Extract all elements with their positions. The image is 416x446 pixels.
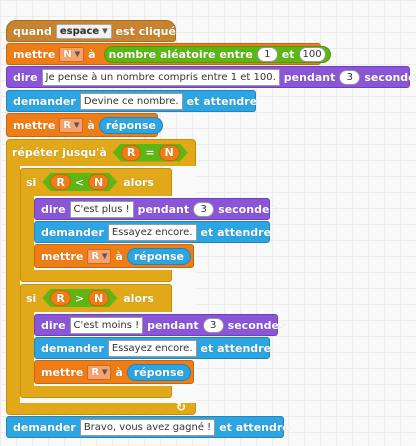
say-label: dire [13, 70, 38, 84]
random-min-input[interactable]: 1 [256, 46, 278, 62]
random-label: nombre aléatoire entre [108, 47, 253, 61]
chevron-down-icon: ▼ [74, 50, 81, 58]
seconds-label: secondes [218, 202, 276, 216]
ask-message-input[interactable]: Devine ce nombre. [79, 92, 183, 110]
ask-retry-block[interactable]: demander Essayez encore. et attendre [34, 221, 272, 243]
ask-label: demander [41, 225, 104, 239]
key-dropdown[interactable]: espace▼ [55, 23, 112, 39]
ask-label: demander [41, 341, 104, 355]
and-label: et [281, 47, 295, 61]
variable-r-reporter[interactable]: R [50, 290, 70, 306]
say-seconds-input[interactable]: 3 [202, 317, 224, 333]
wait-label: et attendre [219, 420, 290, 434]
wait-label: et attendre [200, 225, 272, 239]
wait-label: et attendre [186, 94, 258, 108]
ask-label: demander [13, 94, 76, 108]
say-label: dire [41, 318, 66, 332]
set-variable-answer-block[interactable]: mettre R▼ à réponse [34, 360, 194, 384]
variable-dropdown[interactable]: R▼ [87, 248, 112, 264]
less-than-symbol: < [74, 175, 85, 189]
to-label: à [115, 249, 123, 263]
ask-final-block[interactable]: demander Bravo, vous avez gagné ! et att… [6, 416, 290, 438]
seconds-label: secondes [227, 318, 286, 332]
ask-guess-block[interactable]: demander Devine ce nombre. et attendre [6, 90, 258, 112]
variable-r-reporter[interactable]: R [121, 145, 141, 161]
random-max-input[interactable]: 100 [298, 46, 326, 62]
variable-dropdown[interactable]: R▼ [59, 117, 84, 133]
set-variable-random-block[interactable]: mettre N▼ à nombre aléatoire entre 1 et … [6, 43, 331, 65]
answer-reporter[interactable]: réponse [126, 247, 192, 265]
during-label: pendant [137, 202, 190, 216]
set-label: mettre [41, 365, 84, 379]
seconds-label: secondes [364, 70, 416, 84]
answer-reporter[interactable]: réponse [98, 116, 164, 134]
chevron-down-icon: ▼ [102, 368, 108, 376]
chevron-down-icon: ▼ [102, 252, 108, 260]
if-greater-header: si R > N alors [20, 284, 160, 312]
set-label: mettre [13, 47, 56, 61]
greater-than-symbol: > [74, 291, 85, 305]
repeat-until-header: répéter jusqu'à R = N [6, 139, 200, 166]
variable-n-reporter[interactable]: N [88, 174, 109, 190]
hat-label: quand [13, 24, 52, 38]
to-label: à [87, 118, 95, 132]
chevron-down-icon: ▼ [74, 121, 80, 129]
ask-label: demander [13, 420, 76, 434]
say-message-input[interactable]: C'est moins ! [69, 316, 144, 334]
wait-label: et attendre [200, 341, 272, 355]
set-label: mettre [41, 249, 84, 263]
ask-message-input[interactable]: Essayez encore. [107, 339, 197, 357]
say-seconds-input[interactable]: 3 [339, 69, 361, 85]
variable-dropdown[interactable]: N▼ [59, 46, 85, 62]
to-label: à [88, 47, 96, 61]
variable-r-reporter[interactable]: R [50, 174, 70, 190]
when-key-pressed-block[interactable]: quand espace▼ est cliqué [6, 20, 176, 42]
variable-dropdown[interactable]: R▼ [87, 364, 112, 380]
repeat-until-label: répéter jusqu'à [12, 146, 107, 159]
ask-message-input[interactable]: Essayez encore. [107, 223, 197, 241]
loop-arrow-icon: ↻ [176, 400, 187, 414]
equals-operator[interactable]: R = N [113, 144, 188, 162]
say-seconds-input[interactable]: 3 [193, 201, 215, 217]
if-less-header: si R < N alors [20, 168, 160, 196]
say-message-input[interactable]: C'est plus ! [69, 200, 134, 218]
ask-message-input[interactable]: Bravo, vous avez gagné ! [79, 418, 216, 436]
say-less-block[interactable]: dire C'est moins ! pendant 3 secondes [34, 314, 285, 336]
greater-than-operator[interactable]: R > N [42, 289, 117, 307]
to-label: à [115, 365, 123, 379]
then-label: alors [123, 291, 154, 305]
answer-reporter[interactable]: réponse [126, 363, 192, 381]
hat-suffix: est cliqué [115, 24, 176, 38]
if-label: si [26, 291, 37, 305]
during-label: pendant [147, 318, 199, 332]
set-variable-answer-block[interactable]: mettre R▼ à réponse [34, 244, 194, 268]
say-message-input[interactable]: Je pense à un nombre compris entre 1 et … [41, 68, 280, 86]
variable-n-reporter[interactable]: N [88, 290, 109, 306]
if-label: si [26, 175, 37, 189]
then-label: alors [123, 175, 154, 189]
ask-retry-block[interactable]: demander Essayez encore. et attendre [34, 337, 272, 359]
chevron-down-icon: ▼ [102, 27, 108, 35]
set-variable-answer-block[interactable]: mettre R▼ à réponse [6, 113, 164, 137]
variable-n-reporter[interactable]: N [159, 145, 180, 161]
say-more-block[interactable]: dire C'est plus ! pendant 3 secondes [34, 198, 276, 220]
random-operator[interactable]: nombre aléatoire entre 1 et 100 [103, 45, 331, 63]
during-label: pendant [283, 70, 336, 84]
less-than-operator[interactable]: R < N [42, 173, 117, 191]
say-label: dire [41, 202, 66, 216]
set-label: mettre [13, 118, 56, 132]
say-intro-block[interactable]: dire Je pense à un nombre compris entre … [6, 66, 416, 88]
equals-symbol: = [145, 146, 155, 159]
